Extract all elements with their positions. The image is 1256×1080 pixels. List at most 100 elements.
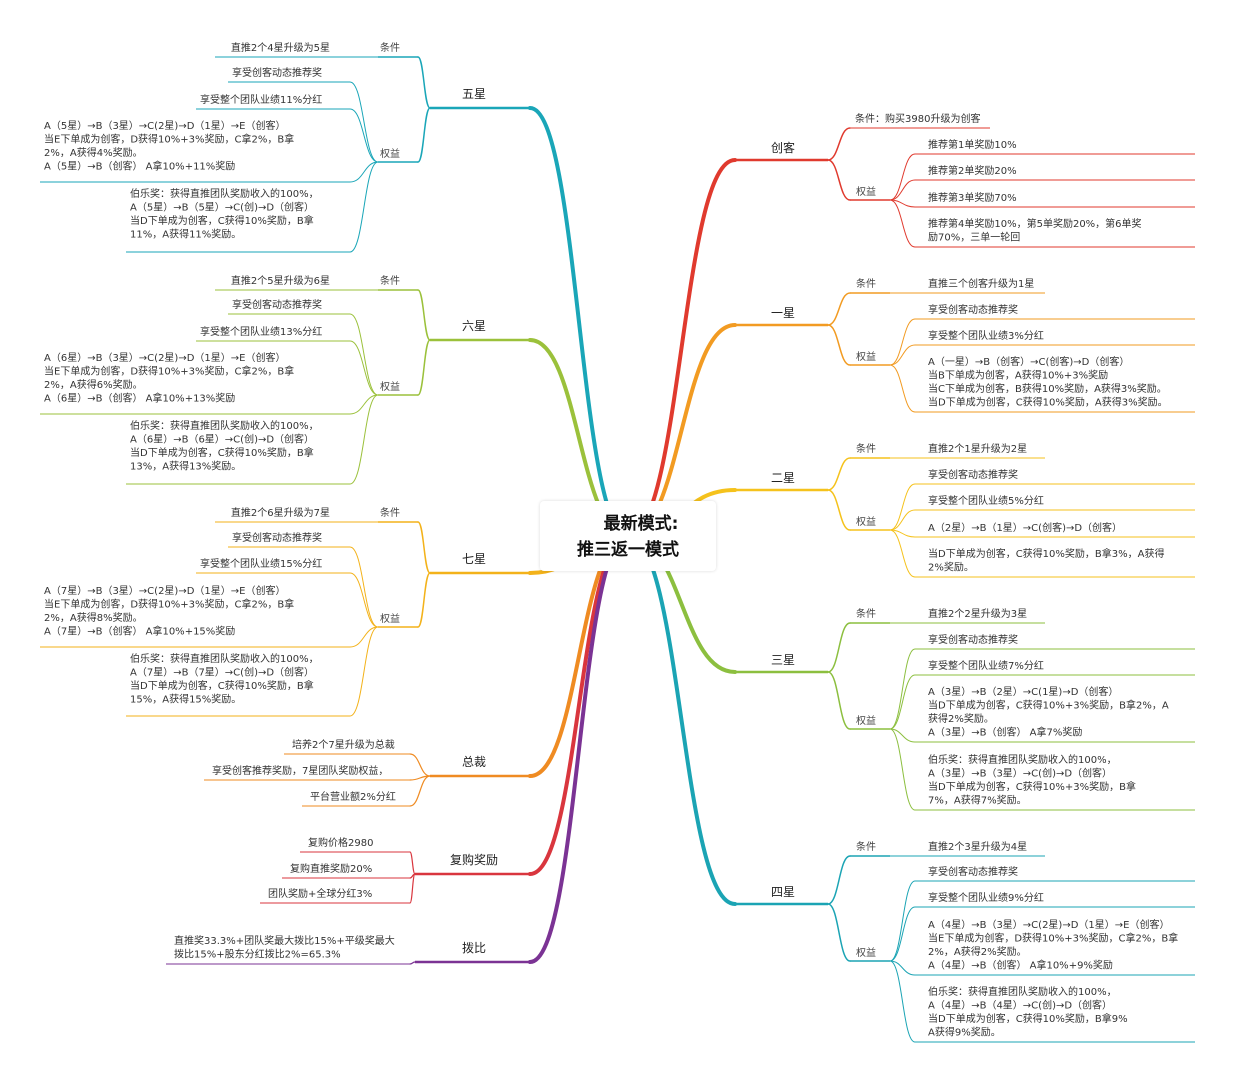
leaf-connector-six-0: [349, 313, 379, 396]
leaf-four-1: 享受整个团队业绩9%分红: [928, 891, 1044, 904]
leaf-connector-six-1: [349, 340, 379, 396]
leaf-chuangke-2: 推荐第3单奖励70%: [928, 191, 1017, 204]
leaf-connector-two-1: [889, 509, 916, 531]
leaf-connector-repurchase-0: [409, 851, 416, 875]
leaf-chuangke-3: 推荐第4单奖励10%，第5单奖励20%，第6单奖励70%，三单一轮回: [928, 217, 1142, 244]
leaf-three-1: 享受整个团队业绩7%分红: [928, 659, 1044, 672]
connector-cond-two: [827, 457, 851, 491]
leaf-repurchase-1: 复购直推奖励20%: [290, 862, 372, 875]
leaf-connector-three-0: [889, 648, 916, 730]
branch-boss: 总裁: [462, 755, 486, 769]
branch-connector-five: [528, 106, 630, 538]
branch-connector-allocation: [528, 534, 630, 964]
leaf-four-2: A（4星）→B（3星）→C(2星)→D（1星）→E（创客）当E下单成为创客，D获…: [928, 918, 1178, 972]
cond-label-four: 条件: [856, 840, 876, 853]
leaf-boss-0: 培养2个7星升级为总裁: [292, 738, 395, 751]
leaf-three-0: 享受创客动态推荐奖: [928, 633, 1018, 646]
leaf-connector-seven-3: [349, 626, 379, 717]
leaf-connector-four-2: [889, 960, 916, 976]
branch-three: 三星: [771, 653, 795, 667]
leaf-three-3: 伯乐奖：获得直推团队奖励收入的100%，A（3星）→B（3星）→C(创)→D（创…: [928, 753, 1136, 807]
leaf-allocation-0: 直推奖33.3%+团队奖最大拨比15%+平级奖最大拨比15%+股东分红拨比2%=…: [174, 934, 395, 961]
connector-cond-three: [827, 622, 851, 673]
leaf-connector-chuangke-1: [889, 179, 916, 201]
leaf-connector-three-1: [889, 674, 916, 730]
leaf-seven-3: 伯乐奖：获得直推团队奖励收入的100%，A（7星）→B（7星）→C(创)→D（创…: [130, 652, 319, 706]
branch-one: 一星: [771, 306, 795, 320]
leaf-connector-six-3: [349, 394, 379, 485]
leaf-five-2: A（5星）→B（3星）→C(2星)→D（1星）→E（创客）当E下单成为创客，D获…: [44, 119, 294, 173]
leaf-two-2: A（2星）→B（1星）→C(创客)→D（创客）: [928, 521, 1122, 534]
leaf-boss-2: 平台营业额2%分红: [310, 790, 396, 803]
connector-benefit-six: [417, 339, 431, 396]
connector-cond-four: [827, 855, 851, 905]
leaf-connector-seven-1: [349, 572, 379, 628]
leaf-connector-five-2: [349, 161, 379, 183]
benefit-label-two: 权益: [856, 515, 876, 528]
connector-cond-six: [417, 289, 431, 341]
leaf-repurchase-0: 复购价格2980: [308, 836, 373, 849]
leaf-connector-boss-2: [409, 775, 431, 807]
leaf-six-3: 伯乐奖：获得直推团队奖励收入的100%，A（6星）→B（6星）→C(创)→D（创…: [130, 419, 319, 473]
branch-five: 五星: [462, 87, 486, 101]
leaf-chuangke-0: 推荐第1单奖励10%: [928, 138, 1017, 151]
central-topic-line2: 推三返一模式: [577, 540, 679, 560]
leaf-repurchase-2: 团队奖励+全球分红3%: [268, 887, 372, 900]
branch-connector-repurchase: [528, 534, 630, 876]
cond-text-chuangke: 条件：购买3980升级为创客: [855, 112, 980, 125]
connector-benefit-one: [827, 324, 851, 366]
connector-benefit-five: [417, 107, 431, 163]
branch-four: 四星: [771, 885, 795, 899]
benefit-label-four: 权益: [856, 946, 876, 959]
leaf-connector-one-1: [889, 344, 916, 366]
cond-text-three: 直推2个2星升级为3星: [928, 607, 1027, 620]
cond-label-two: 条件: [856, 442, 876, 455]
leaf-seven-0: 享受创客动态推荐奖: [232, 531, 322, 544]
connector-benefit-seven: [417, 572, 431, 628]
leaf-five-3: 伯乐奖：获得直推团队奖励收入的100%，A（5星）→B（5星）→C(创)→D（创…: [130, 187, 319, 241]
benefit-label-three: 权益: [856, 714, 876, 727]
leaf-one-0: 享受创客动态推荐奖: [928, 303, 1018, 316]
leaf-one-2: A（一星）→B（创客）→C(创客)→D（创客）当B下单成为创客，A获得10%+3…: [928, 355, 1168, 409]
branch-two: 二星: [771, 471, 795, 485]
leaf-connector-three-2: [889, 728, 916, 743]
benefit-label-five: 权益: [380, 147, 400, 160]
cond-label-six: 条件: [380, 274, 400, 287]
cond-text-one: 直推三个创客升级为1星: [928, 277, 1034, 290]
cond-label-one: 条件: [856, 277, 876, 290]
benefit-label-seven: 权益: [380, 612, 400, 625]
cond-label-seven: 条件: [380, 506, 400, 519]
leaf-one-1: 享受整个团队业绩3%分红: [928, 329, 1044, 342]
cond-label-three: 条件: [856, 607, 876, 620]
leaf-connector-chuangke-3: [889, 199, 916, 248]
leaf-connector-five-1: [349, 108, 379, 163]
leaf-six-0: 享受创客动态推荐奖: [232, 298, 322, 311]
benefit-label-six: 权益: [380, 380, 400, 393]
leaf-six-1: 享受整个团队业绩13%分红: [200, 325, 322, 338]
leaf-connector-five-3: [349, 161, 379, 253]
branch-repurchase: 复购奖励: [450, 852, 498, 867]
connector-cond-seven: [417, 521, 431, 574]
leaf-five-0: 享受创客动态推荐奖: [232, 66, 322, 79]
leaf-connector-three-3: [889, 728, 916, 811]
benefit-label-one: 权益: [856, 350, 876, 363]
branch-six: 六星: [462, 319, 486, 333]
leaf-connector-repurchase-2: [409, 873, 416, 904]
leaf-two-0: 享受创客动态推荐奖: [928, 468, 1018, 481]
leaf-four-3: 伯乐奖：获得直推团队奖励收入的100%，A（4星）→B（4星）→C(创)→D（创…: [928, 985, 1128, 1039]
central-topic-line1: 最新模式:: [603, 514, 679, 534]
leaf-two-1: 享受整个团队业绩5%分红: [928, 494, 1044, 507]
leaf-six-2: A（6星）→B（3星）→C(2星)→D（1星）→E（创客）当E下单成为创客，D获…: [44, 351, 294, 405]
connector-cond-chuangke: [827, 127, 851, 161]
leaf-connector-seven-2: [349, 626, 379, 648]
cond-label-five: 条件: [380, 41, 400, 54]
leaf-boss-1: 享受创客推荐奖励，7星团队奖励权益，: [212, 764, 388, 777]
leaf-three-2: A（3星）→B（2星）→C(1星)→D（创客）当D下单成为创客，C获得10%+3…: [928, 685, 1169, 739]
leaf-connector-five-0: [349, 81, 379, 163]
cond-text-two: 直推2个1星升级为2星: [928, 442, 1027, 455]
branch-seven: 七星: [462, 552, 486, 566]
leaf-connector-four-1: [889, 906, 916, 962]
central-topic: 最新模式: 推三返一模式: [540, 501, 716, 571]
connector-cond-one: [827, 292, 851, 326]
leaf-four-0: 享受创客动态推荐奖: [928, 865, 1018, 878]
